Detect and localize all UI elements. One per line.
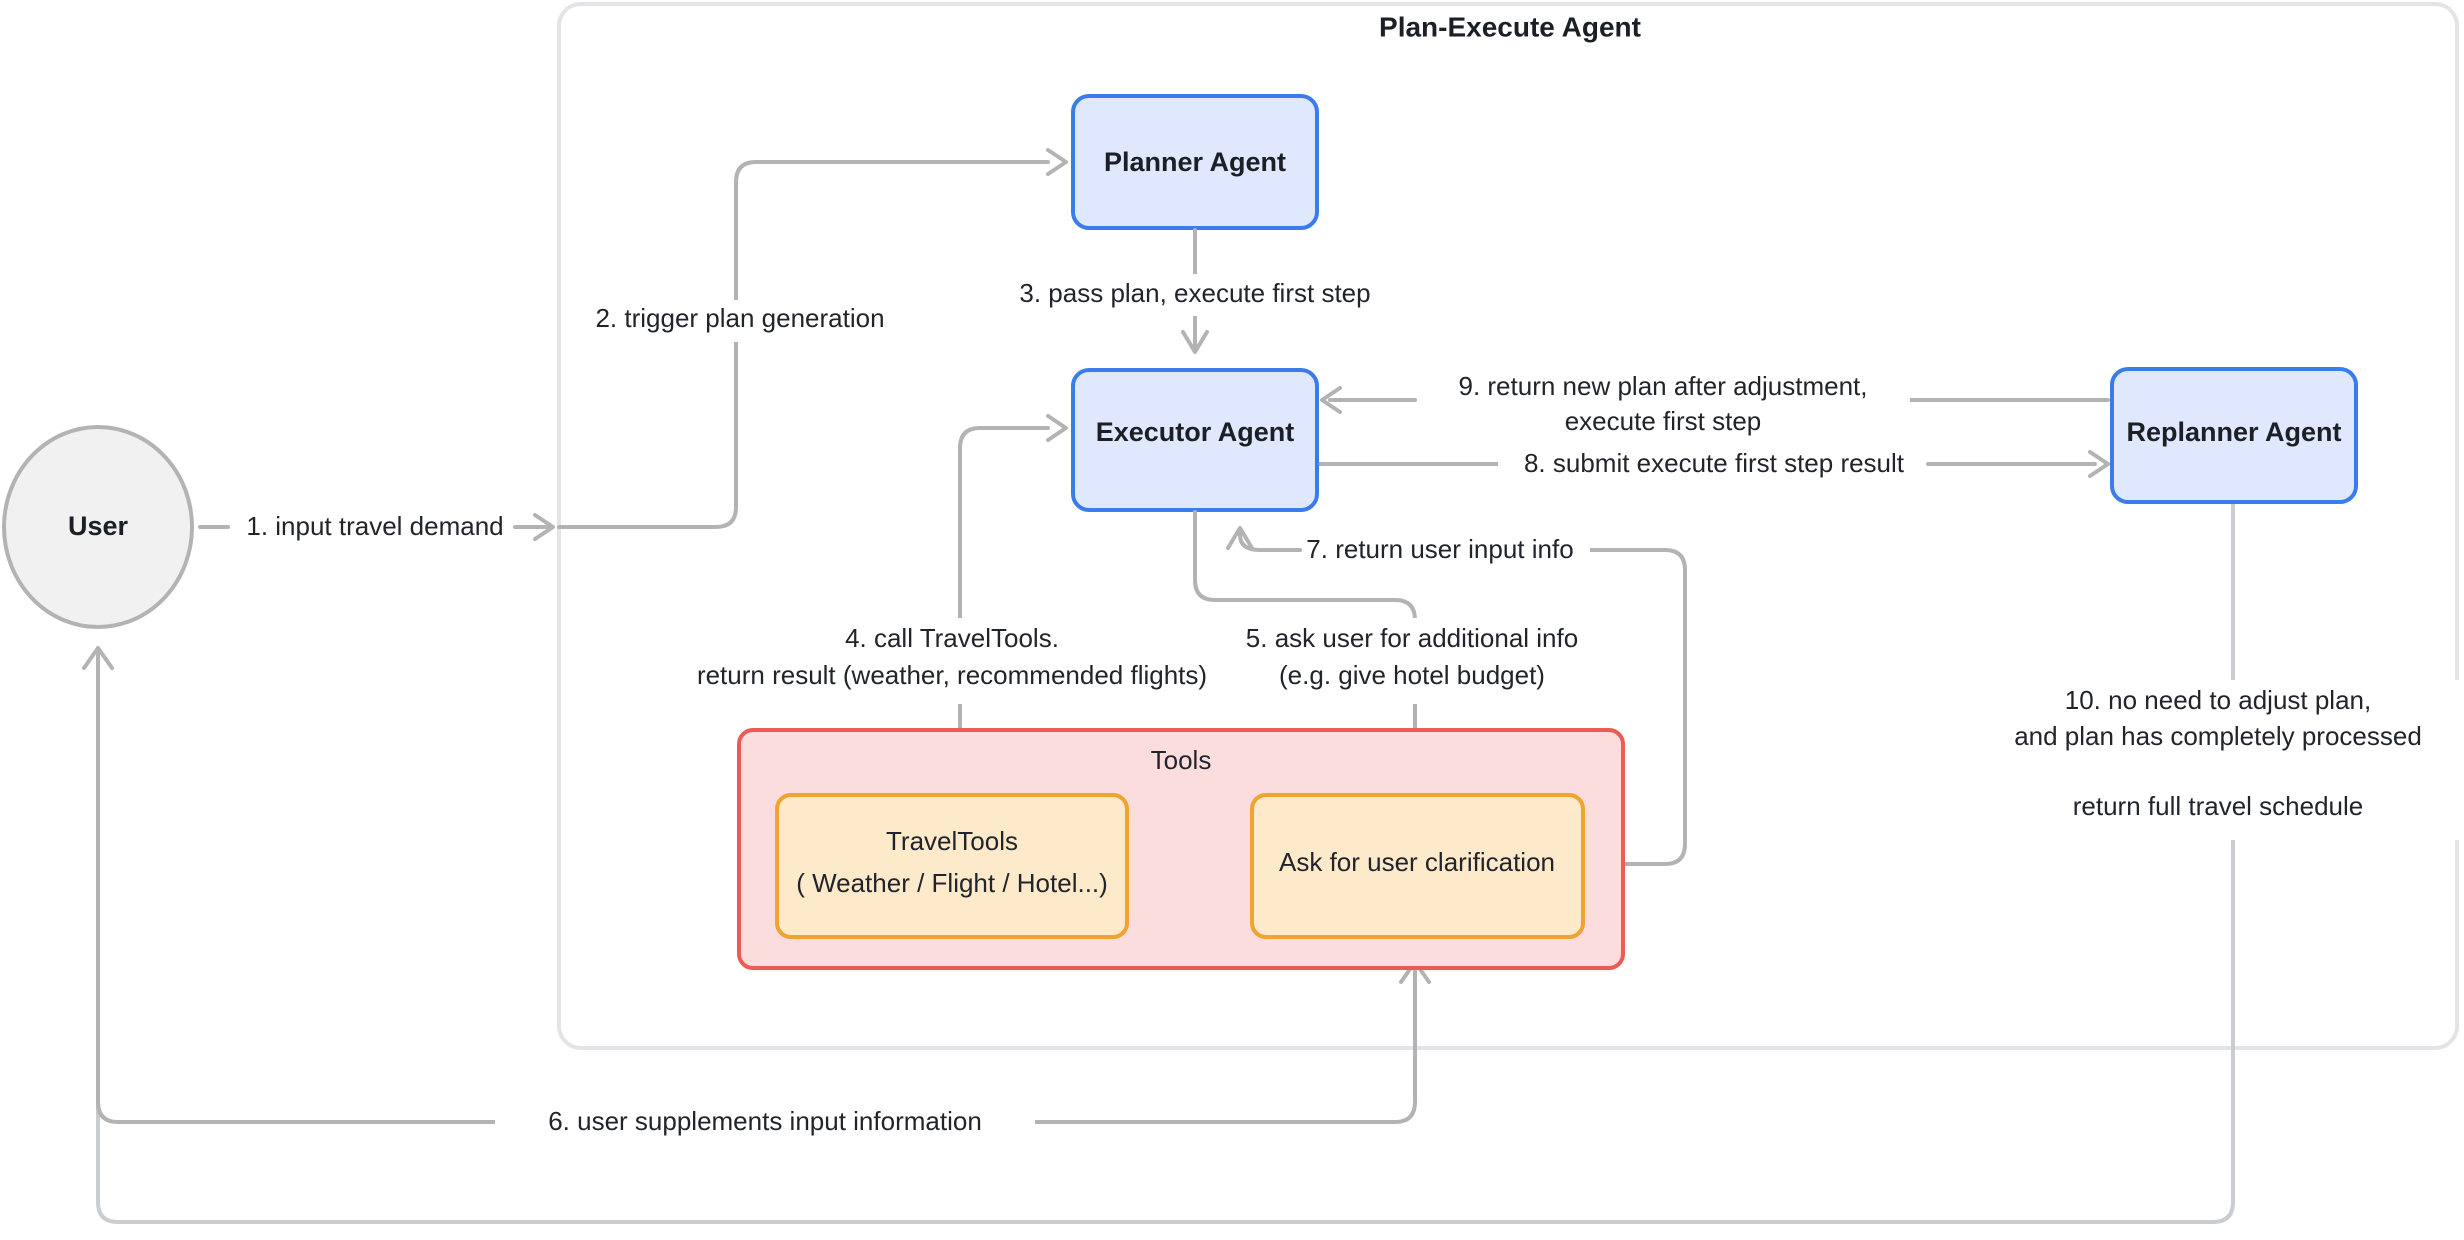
edge-4-label-line1: 4. call TravelTools. [845, 623, 1059, 653]
edge-6-label: 6. user supplements input information [548, 1106, 982, 1136]
edge-7-label-backdrop [1300, 530, 1590, 572]
edge-10-label-backdrop [1995, 680, 2464, 840]
edge-9-label-backdrop [1415, 372, 1910, 458]
edge-4-group: 4. call TravelTools. return result (weat… [672, 414, 1272, 779]
edge-5-group: 5. ask user for additional info (e.g. gi… [1193, 510, 1642, 779]
tools-group-title: Tools [1151, 745, 1212, 775]
edge-10-label-line2: and plan has completely processed [2014, 721, 2422, 751]
edge-1-label: 1. input travel demand [246, 511, 503, 541]
ask-clarification-label: Ask for user clarification [1279, 847, 1555, 877]
replanner-agent-label: Replanner Agent [2126, 417, 2341, 447]
edge-7-label: 7. return user input info [1306, 534, 1573, 564]
edge-10-path [96, 500, 2235, 1224]
edge-2-arrowhead [1046, 148, 1068, 176]
edge-3-label-backdrop [1000, 274, 1390, 316]
edge-9-label-line2: execute first step [1565, 406, 1762, 436]
travel-tools-label-line1: TravelTools [886, 826, 1018, 856]
edge-10-label-line3: return full travel schedule [2073, 791, 2363, 821]
edge-7-arrowhead [1226, 526, 1254, 550]
edge-6-group: 6. user supplements input information [96, 648, 1431, 1144]
edge-4-path [958, 426, 1050, 777]
edge-7-path-left [1238, 528, 1302, 552]
edge-10-label-line1: 10. no need to adjust plan, [2065, 685, 2371, 715]
edge-5-label-line2: (e.g. give hotel budget) [1279, 660, 1545, 690]
edge-10-group: 10. no need to adjust plan, and plan has… [82, 500, 2464, 1224]
edge-2-path [557, 160, 1050, 529]
edge-8-group: 8. submit execute first step result [1317, 444, 2110, 486]
user-node[interactable] [2, 425, 194, 629]
plan-execute-agent-title: Plan-Execute Agent [1379, 11, 1641, 42]
planner-agent-label: Planner Agent [1104, 147, 1286, 177]
edge-9-label-line1: 9. return new plan after adjustment, [1458, 371, 1867, 401]
ask-clarification-node[interactable] [1250, 793, 1585, 939]
edge-1-arrowhead [533, 513, 555, 541]
user-node-label: User [68, 511, 129, 541]
edge-8-arrowhead [2088, 450, 2110, 478]
edge-2-group: 2. trigger plan generation [557, 148, 1068, 529]
edge-8-label: 8. submit execute first step result [1524, 448, 1905, 478]
executor-agent-label: Executor Agent [1096, 417, 1295, 447]
edge-5-label-backdrop [1270, 618, 1642, 704]
edge-1-group: 1. input travel demand [198, 507, 555, 547]
edge-5-label-line1: 5. ask user for additional info [1246, 623, 1578, 653]
edge-1-label-backdrop [235, 507, 505, 547]
edge-6-label-backdrop [495, 1102, 1035, 1144]
edge-2-label: 2. trigger plan generation [595, 303, 884, 333]
edge-3-group: 3. pass plan, execute first step [1000, 228, 1390, 354]
edge-9-group: 9. return new plan after adjustment, exe… [1320, 371, 2110, 458]
edge-5-path [1193, 510, 1417, 777]
replanner-agent-node[interactable] [2110, 367, 2358, 504]
edge-2-label-backdrop [575, 300, 905, 342]
edge-4-label-line2: return result (weather, recommended flig… [697, 660, 1207, 690]
edge-7-path-right [1581, 548, 1687, 866]
edge-8-label-backdrop [1498, 444, 1930, 486]
edge-3-arrowhead [1181, 330, 1209, 354]
travel-tools-label-line2: ( Weather / Flight / Hotel...) [796, 868, 1108, 898]
edge-9-arrowhead [1320, 386, 1342, 414]
edge-4-arrowhead-executor [1046, 414, 1068, 442]
edge-4-label-backdrop [672, 618, 1272, 704]
edge-7-group: 7. return user input info [1226, 526, 1687, 866]
edge-3-label: 3. pass plan, execute first step [1019, 278, 1370, 308]
travel-tools-node[interactable] [775, 793, 1129, 939]
